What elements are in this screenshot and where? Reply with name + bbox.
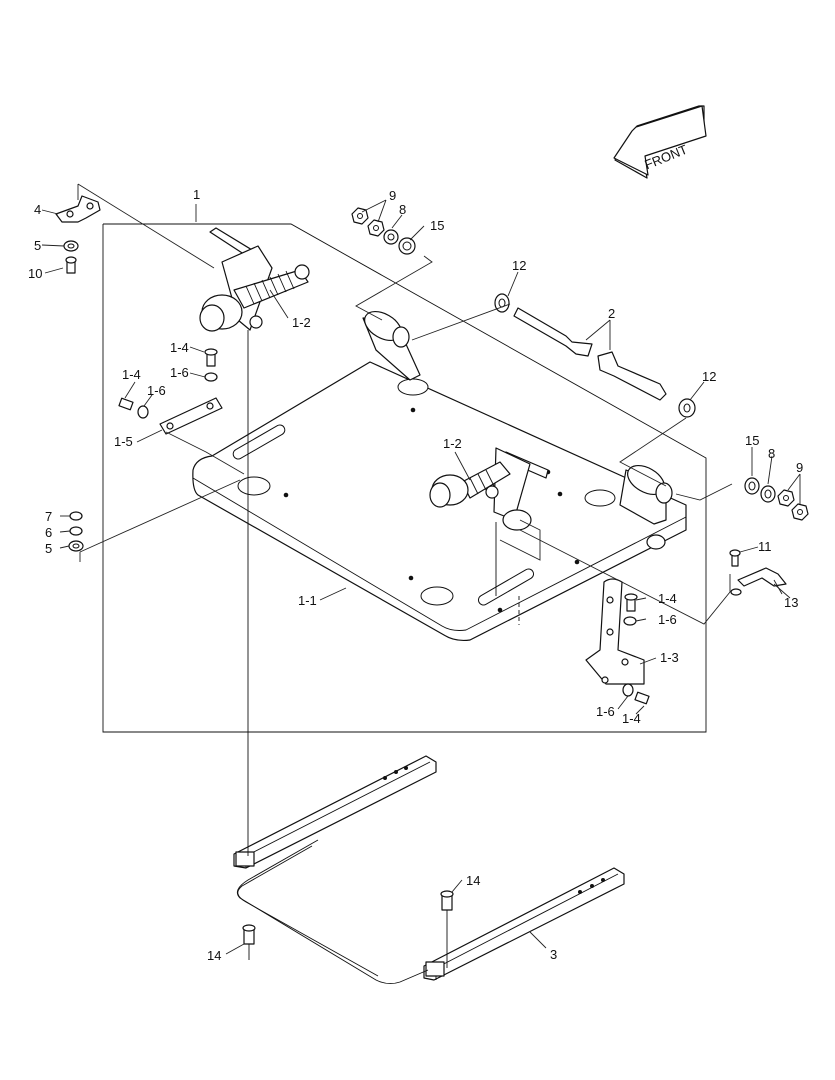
wire-bar [236,839,429,985]
washer-1-6-a [204,372,218,382]
callout-1: 1 [193,187,200,202]
callout-8-right: 8 [768,446,775,461]
callout-1-2-lower: 1-2 [443,436,462,451]
callout-1-4-c: 1-4 [658,591,677,606]
rail-left [233,755,437,869]
callout-10: 10 [28,266,42,281]
callout-15-right: 15 [745,433,759,448]
callout-1-4-b: 1-4 [122,367,141,382]
callout-8-upper: 8 [399,202,406,217]
rear-hinge-bracket [362,310,421,381]
callout-7: 7 [45,509,52,524]
callout-1-4-d: 1-4 [622,711,641,726]
callout-2: 2 [608,306,615,321]
callout-1-4-a: 1-4 [170,340,189,355]
leader-lines [41,183,801,955]
washer-1-6-b [137,405,149,419]
callout-15-upper: 15 [430,218,444,233]
lever-assembly-upper [199,227,310,332]
callout-1-6-d: 1-6 [596,704,615,719]
bolt-10 [65,256,77,274]
nuts-9-right [777,489,809,521]
bolt-14-left [242,924,256,945]
callout-9-upper: 9 [389,188,396,203]
callout-5-upper: 5 [34,238,41,253]
callout-3: 3 [550,947,557,962]
pin-2-upper [513,307,593,357]
washer-6 [69,526,83,536]
washer-1-6-c [623,616,637,626]
callout-9-right: 9 [796,460,803,475]
nuts-9-upper [351,207,385,237]
callout-1-6-a: 1-6 [170,365,189,380]
washer-1-6-d [622,683,634,697]
callout-5-lower: 5 [45,541,52,556]
side-bracket [585,578,645,685]
callout-11: 11 [758,539,772,554]
nut-7 [69,511,83,521]
lever-assembly-lower [429,447,549,531]
callout-14-right: 14 [466,873,480,888]
rail-right [423,867,625,981]
bolt-1-4-c [624,593,638,612]
front-arrow-icon: FRONT [613,105,707,179]
bolt-1-4-a [204,348,218,367]
callout-13: 13 [784,595,798,610]
clip-13 [737,567,787,587]
right-hinge-bracket [619,464,673,550]
callout-1-6-b: 1-6 [147,383,166,398]
callout-1-6-c: 1-6 [658,612,677,627]
callout-14-left: 14 [207,948,221,963]
callout-1-3: 1-3 [660,650,679,665]
callout-1-5: 1-5 [114,434,133,449]
pin-2-lower [597,351,667,401]
bolt-1-4-b [118,397,134,411]
callout-4: 4 [34,202,41,217]
callout-6: 6 [45,525,52,540]
bolt-14-right [440,890,454,911]
callout-1-1: 1-1 [298,593,317,608]
callout-12-lower: 12 [702,369,716,384]
bolt-1-4-d [634,691,650,705]
assembly-frame [102,223,707,733]
callout-1-2-upper: 1-2 [292,315,311,330]
bolt-11 [729,549,741,567]
small-plate [159,397,223,435]
callout-12-upper: 12 [512,258,526,273]
